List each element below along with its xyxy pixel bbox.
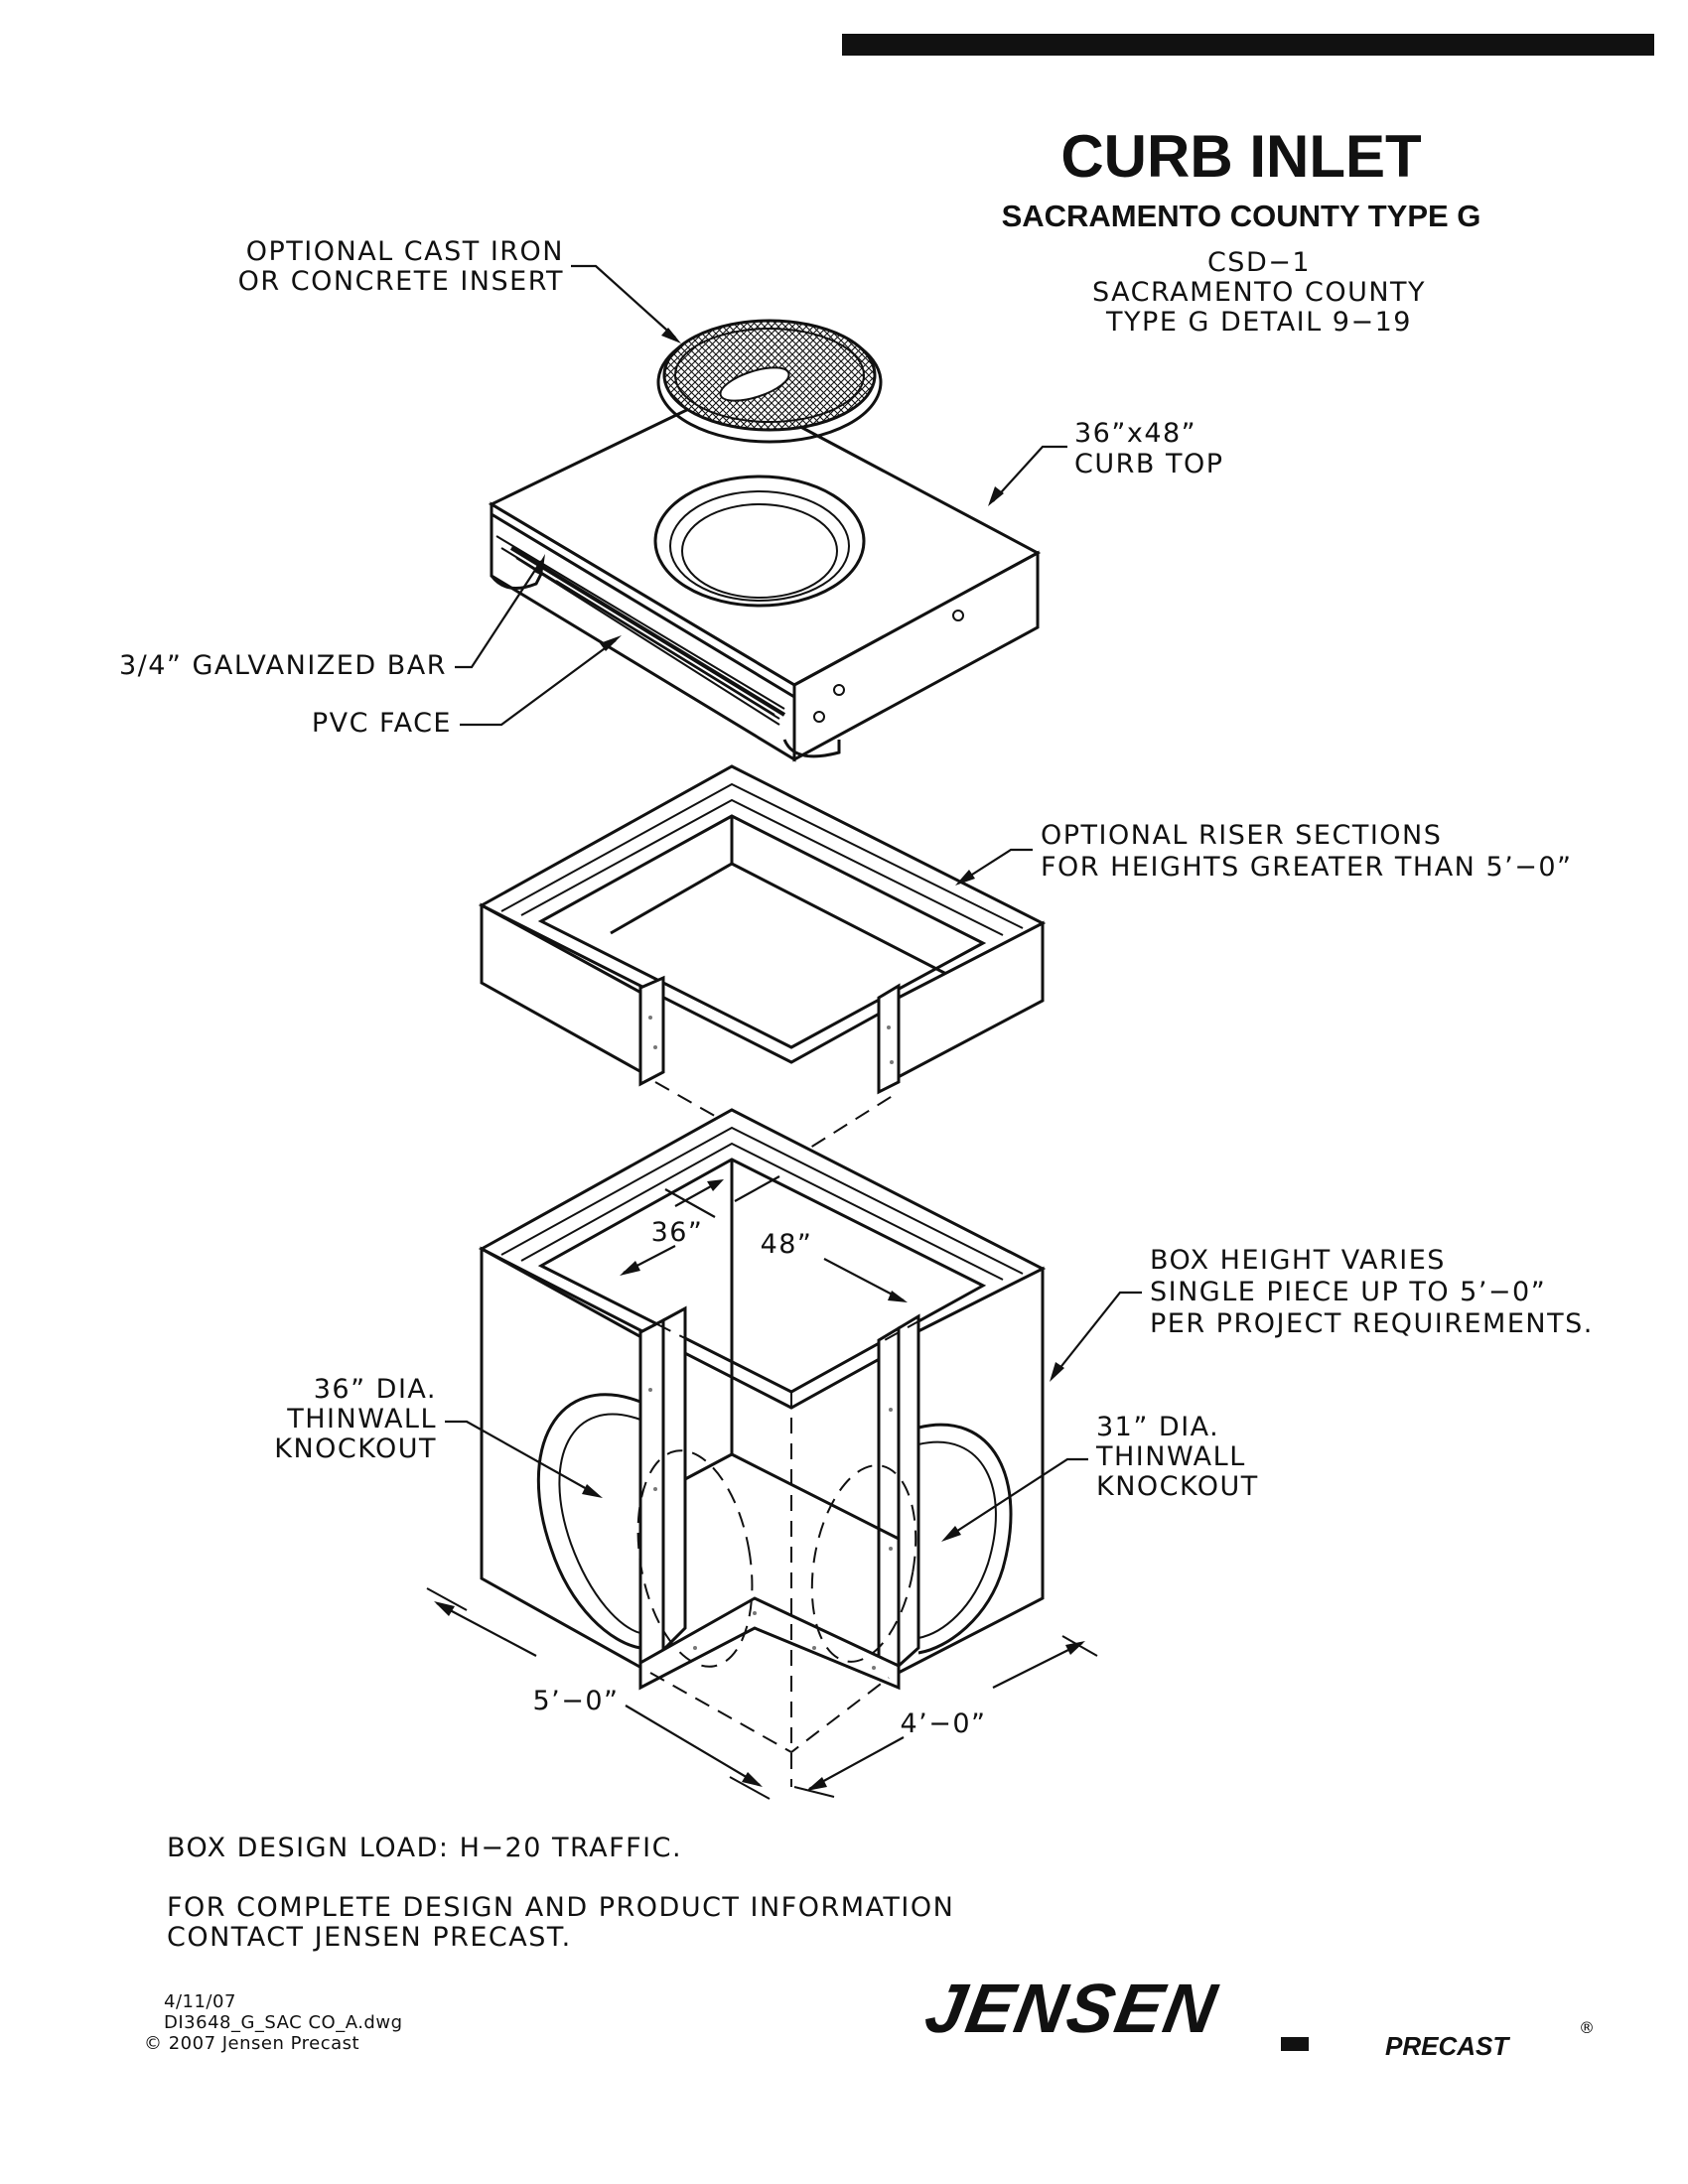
callout-galvanized-bar: 3/4” GALVANIZED BAR [119,554,545,681]
callout-box-height: BOX HEIGHT VARIES SINGLE PIECE UP TO 5’−… [1050,1245,1594,1382]
title-bar [842,34,1654,56]
callout-riser: OPTIONAL RISER SECTIONS FOR HEIGHTS GREA… [955,820,1573,886]
callout-curb-top-line-2: CURB TOP [1074,449,1224,479]
inner-dimensions: 36” 48” [620,1175,908,1302]
callout-k36-line-3: KNOCKOUT [274,1433,437,1464]
note-info-line-1: FOR COMPLETE DESIGN AND PRODUCT INFORMAT… [167,1892,954,1923]
callout-box-line-2: SINGLE PIECE UP TO 5’−0” [1150,1277,1546,1307]
note-design-load: BOX DESIGN LOAD: H−20 TRAFFIC. [167,1833,682,1863]
callout-insert-line-1: OPTIONAL CAST IRON [246,236,564,267]
callout-knockout-31: 31” DIA. THINWALL KNOCKOUT [941,1412,1259,1542]
insert-grate [656,319,883,444]
dim-inner-width: 36” [651,1217,704,1248]
footer-copyright: © 2007 Jensen Precast [144,2033,359,2054]
callout-pvc-label: PVC FACE [312,708,452,739]
page-title: CURB INLET [1060,123,1421,190]
callout-pvc-face: PVC FACE [312,635,622,739]
logo-registered: ® [1579,2018,1595,2037]
page-subtitle: SACRAMENTO COUNTY TYPE G [1002,199,1481,233]
footer-date: 4/11/07 [164,1991,236,2012]
callout-box-line-1: BOX HEIGHT VARIES [1150,1245,1446,1276]
logo-underline [1281,2037,1309,2051]
callout-knockout-36: 36” DIA. THINWALL KNOCKOUT [274,1374,603,1498]
riser-section [478,764,1047,1231]
note-info-line-2: CONTACT JENSEN PRECAST. [167,1922,572,1953]
callout-insert: OPTIONAL CAST IRON OR CONCRETE INSERT [238,236,681,343]
jensen-logo: JENSEN PRECAST ® [919,1969,1595,2061]
callout-k31-line-2: THINWALL [1095,1441,1246,1472]
dim-outer-length: 5’−0” [532,1686,619,1716]
box-section [478,1108,1047,1787]
reference-line-2: SACRAMENTO COUNTY [1092,277,1426,308]
footer-filename: DI3648_G_SAC CO_A.dwg [164,2012,403,2033]
callout-riser-line-2: FOR HEIGHTS GREATER THAN 5’−0” [1041,852,1573,883]
dim-outer-width: 4’−0” [900,1708,986,1739]
callout-insert-line-2: OR CONCRETE INSERT [238,266,564,297]
callout-bar-label: 3/4” GALVANIZED BAR [119,650,447,681]
logo-name: JENSEN [919,1969,1223,2046]
callout-k36-line-1: 36” DIA. [314,1374,437,1405]
reference-line-3: TYPE G DETAIL 9−19 [1105,307,1412,338]
callout-curb-top-line-1: 36”x48” [1074,418,1196,449]
reference-line-1: CSD−1 [1207,247,1311,278]
callout-k31-line-1: 31” DIA. [1096,1412,1219,1442]
dim-inner-length: 48” [761,1229,813,1260]
curb-top-section [488,387,1042,762]
callout-box-line-3: PER PROJECT REQUIREMENTS. [1150,1308,1594,1339]
callout-curb-top: 36”x48” CURB TOP [988,418,1224,506]
callout-k31-line-3: KNOCKOUT [1096,1471,1259,1502]
outer-dimensions: 5’−0” 4’−0” [426,1587,1098,1800]
callout-riser-line-1: OPTIONAL RISER SECTIONS [1041,820,1442,851]
logo-sub: PRECAST [1385,2031,1510,2061]
callout-k36-line-2: THINWALL [286,1404,437,1434]
